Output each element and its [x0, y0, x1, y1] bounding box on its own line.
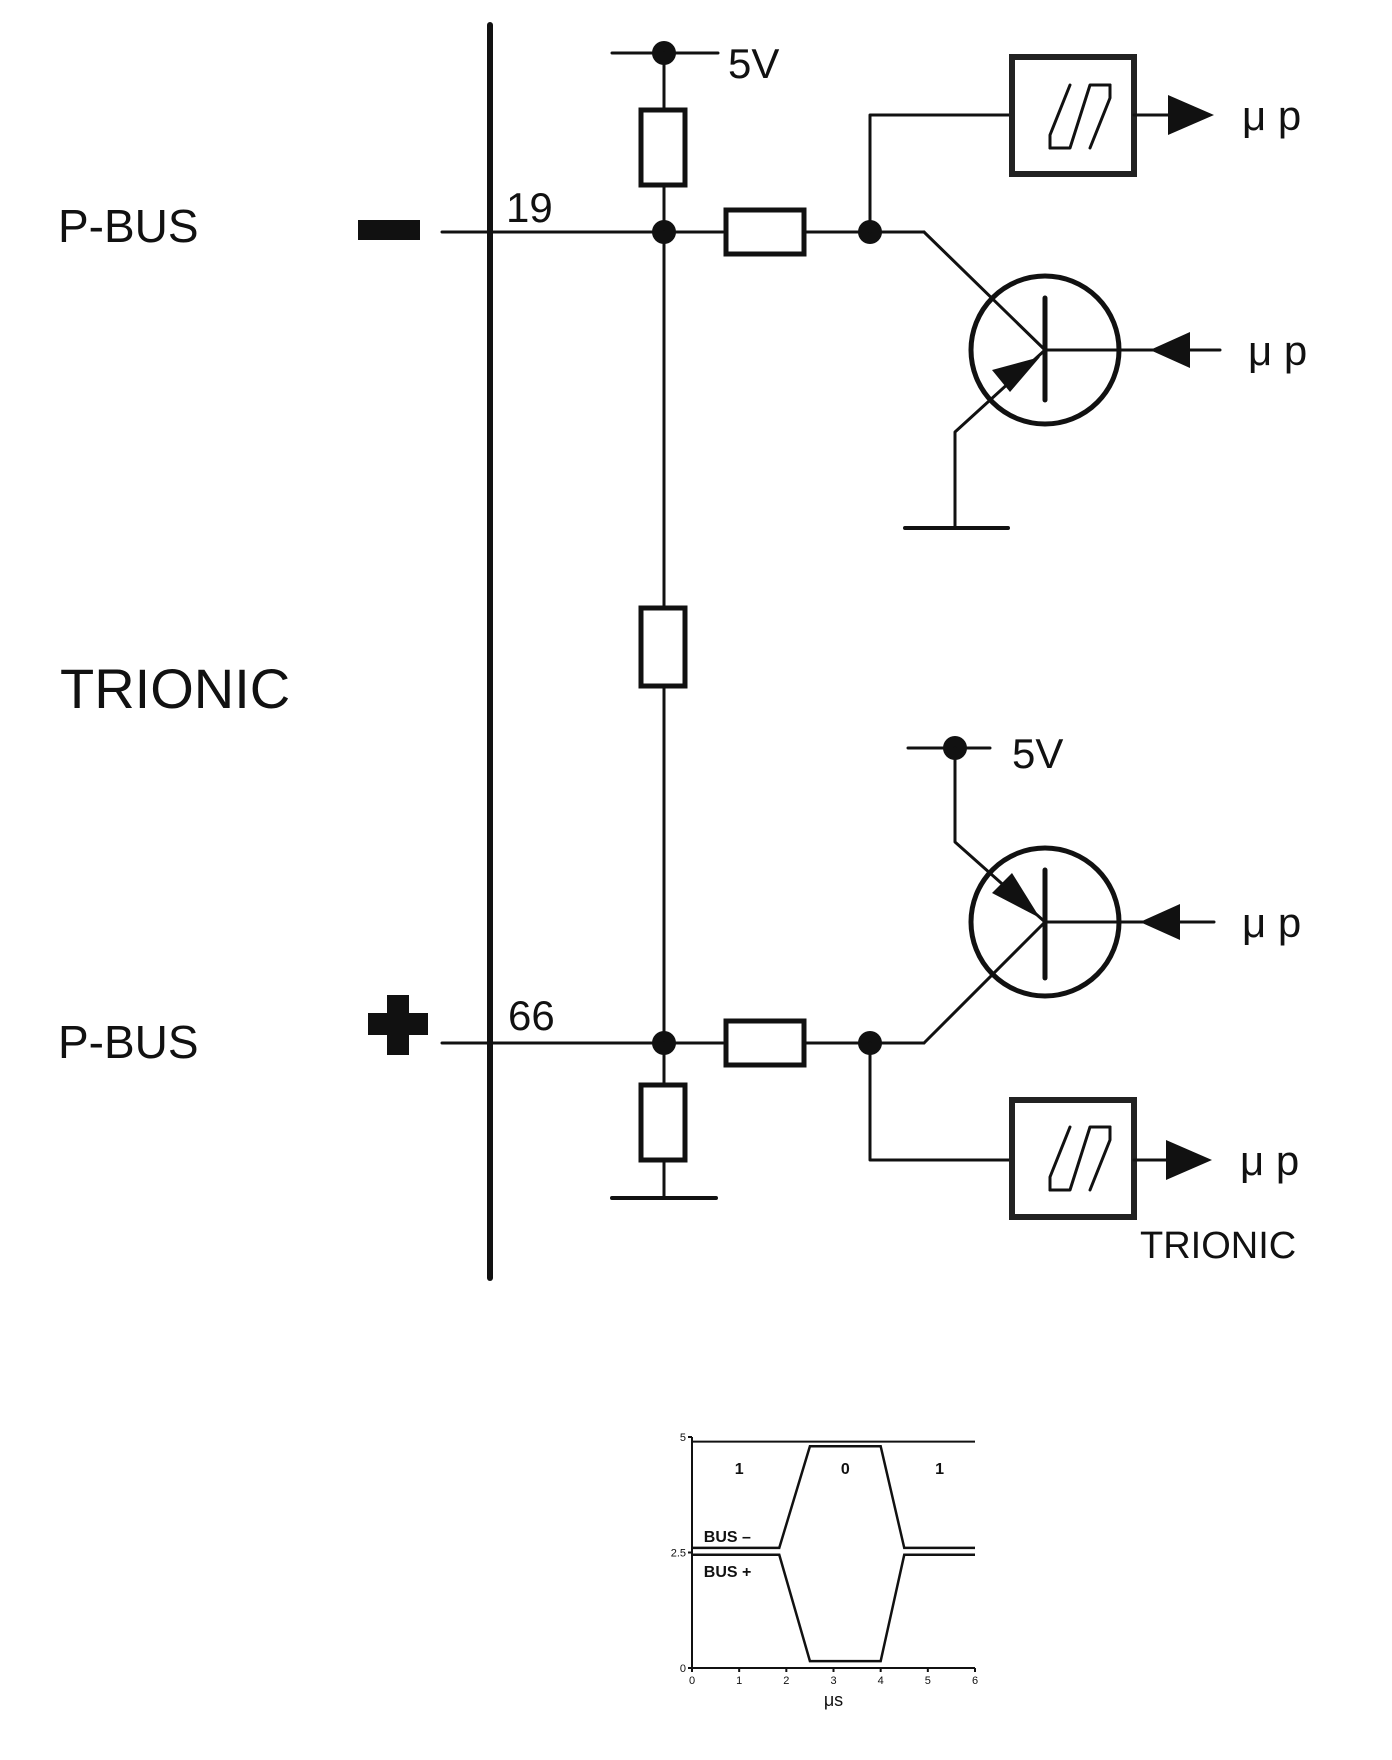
pulldown-resistor — [638, 1082, 688, 1163]
x-tick-label: 1 — [736, 1675, 742, 1687]
x-tick-label: 5 — [925, 1675, 931, 1687]
base-arrow — [1140, 904, 1180, 940]
pbus-plus-label: P-BUS — [58, 1016, 199, 1068]
collector-wire — [922, 920, 1047, 1045]
emitter-arrow — [992, 357, 1040, 392]
hysteresis-icon — [1048, 1125, 1112, 1192]
termination-resistor — [638, 605, 688, 689]
x-axis-label: μs — [824, 1690, 843, 1710]
up-label-2: μ p — [1248, 327, 1307, 374]
pin-66-label: 66 — [508, 992, 555, 1039]
y-tick-label: 0 — [680, 1663, 686, 1675]
minus-sign — [358, 220, 420, 240]
bit-label: 1 — [735, 1461, 744, 1478]
bottom-5v-label: 5V — [1012, 730, 1063, 777]
trionic-right-label: TRIONIC — [1140, 1225, 1296, 1267]
series-label: BUS – — [704, 1529, 751, 1546]
up-label-4: μ p — [1240, 1137, 1299, 1184]
arrow-head — [1166, 1140, 1212, 1180]
bit-label: 1 — [935, 1461, 944, 1478]
series-label: BUS + — [704, 1564, 752, 1581]
series-resistor-top — [723, 207, 807, 257]
hysteresis-icon — [1048, 83, 1112, 150]
bit-label: 0 — [841, 1461, 850, 1478]
x-tick-label: 0 — [689, 1675, 695, 1687]
emitter-arrow — [992, 873, 1040, 918]
pullup-resistor — [638, 107, 688, 188]
wire — [868, 1041, 1012, 1162]
y-tick-label: 5 — [680, 1432, 686, 1444]
pbus-minus-label: P-BUS — [58, 200, 199, 252]
collector-wire — [922, 230, 1047, 352]
pin-19-label: 19 — [506, 184, 553, 231]
base-arrow — [1150, 332, 1190, 368]
plus-sign — [368, 995, 428, 1055]
series-line — [692, 1444, 975, 1550]
up-label-1: μ p — [1242, 92, 1301, 139]
series-line — [692, 1553, 975, 1663]
x-tick-label: 6 — [972, 1675, 978, 1687]
x-tick-label: 4 — [878, 1675, 884, 1687]
trionic-left-label: TRIONIC — [60, 657, 290, 720]
comparator-top — [1009, 54, 1137, 177]
series-resistor-bottom — [723, 1018, 807, 1068]
x-tick-label: 2 — [783, 1675, 789, 1687]
up-label-3: μ p — [1242, 899, 1301, 946]
arrow-head — [1168, 95, 1214, 135]
x-tick-label: 3 — [830, 1675, 836, 1687]
y-tick-label: 2.5 — [671, 1548, 686, 1560]
wire — [868, 113, 1012, 234]
top-5v-label: 5V — [728, 40, 779, 87]
comparator-bottom — [1009, 1097, 1137, 1220]
